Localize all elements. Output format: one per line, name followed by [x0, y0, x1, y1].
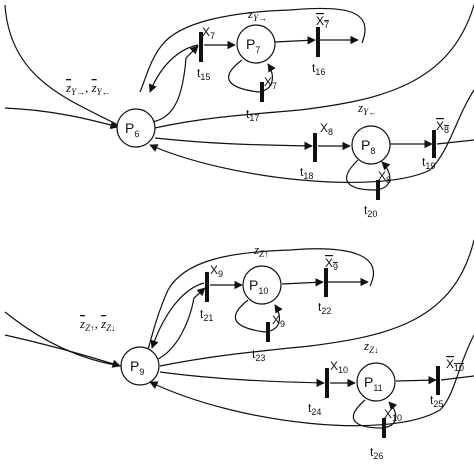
label-t20: t20: [364, 203, 377, 219]
arc-p6-to-t18: [154, 137, 313, 151]
arc-t21-to-p9: [150, 282, 205, 349]
label-p8-condition: zY←: [357, 100, 377, 117]
guard-t20: X8: [378, 169, 391, 185]
guard-t24: X10: [330, 359, 348, 375]
arc-entry-upper: [4, 4, 119, 126]
label-t16: t16: [312, 61, 325, 77]
place-p6: [116, 108, 156, 148]
arc-p8-self-loop: [346, 159, 391, 191]
label-t15: t15: [197, 66, 210, 82]
label-t23: t23: [252, 347, 265, 363]
label-p9: P9: [130, 358, 144, 377]
label-t22: t22: [318, 300, 331, 316]
arc-p9-to-t21: [155, 287, 206, 361]
arc-t15-to-p6: [148, 44, 199, 93]
arc-p10-to-t22: [281, 278, 324, 287]
guard-t16: X7: [316, 14, 329, 30]
label-t21: t21: [200, 307, 213, 323]
label-t26: t26: [370, 445, 383, 461]
label-p7-condition: zY→: [247, 6, 267, 23]
label-p7: P7: [246, 36, 260, 55]
arc-entry-lower-bottom: [4, 334, 121, 368]
guard-t25: X10: [446, 357, 464, 373]
label-p11: P11: [364, 374, 383, 393]
arc-p6-to-p7-upper: [154, 4, 474, 129]
place-p11: [356, 362, 396, 402]
arc-p10-self-loop: [234, 299, 283, 333]
label-p11-condition: zZ↓: [363, 338, 379, 355]
arc-p7-to-t16: [274, 36, 316, 45]
arc-p9-to-p10-upper: [159, 239, 474, 367]
label-t25: t25: [430, 393, 443, 409]
place-p7: [236, 24, 276, 64]
arc-t19-out: [436, 139, 474, 145]
place-p9: [120, 346, 160, 386]
arc-p10-return: [147, 248, 375, 351]
place-p8: [351, 125, 391, 165]
guard-t19: X8: [436, 119, 449, 135]
arc-p11-to-t25: [395, 375, 437, 385]
label-t24: t24: [308, 401, 321, 417]
guard-t18: X8: [320, 121, 333, 137]
top-network: P6 P7 P8 zY→, zY← zY→ zY← t15 X7 t16 X7 …: [4, 4, 474, 219]
arc-p6-to-t15: [151, 45, 199, 123]
label-hub-p6-conditions: zY→, zY←: [65, 80, 111, 97]
guard-t22: X9: [325, 256, 338, 272]
arc-p11-return: [149, 334, 474, 427]
arc-p11-self-loop: [352, 399, 398, 429]
bottom-network: P9 P10 P11 zZ↑, zZ↓ zZ↑ zZ↓ t21 X9 t22 X…: [4, 239, 474, 461]
arc-p9-to-t24: [159, 371, 325, 388]
arc-t25-out: [440, 375, 474, 381]
guard-t26: X10: [384, 407, 402, 423]
label-t18: t18: [300, 165, 313, 181]
arc-p7-return: [139, 7, 366, 93]
guard-t23: X9: [272, 313, 285, 329]
arc-entry-lower: [4, 107, 119, 130]
guard-t21: X9: [210, 263, 223, 279]
label-p8: P8: [361, 137, 375, 156]
place-p10: [242, 265, 282, 305]
guard-t17: X7: [264, 75, 277, 91]
label-p6: P6: [125, 120, 139, 139]
arc-entry-upper-bottom: [4, 311, 123, 367]
label-t19: t19: [422, 155, 435, 171]
label-t17: t17: [246, 107, 259, 123]
label-hub-p9-conditions: zZ↑, zZ↓: [79, 316, 116, 333]
guard-t15: X7: [202, 25, 215, 41]
label-p10: P10: [249, 277, 268, 296]
label-p10-condition: zZ↑: [253, 242, 269, 259]
arc-p7-self-loop: [228, 59, 276, 93]
arc-p8-return: [149, 89, 474, 184]
